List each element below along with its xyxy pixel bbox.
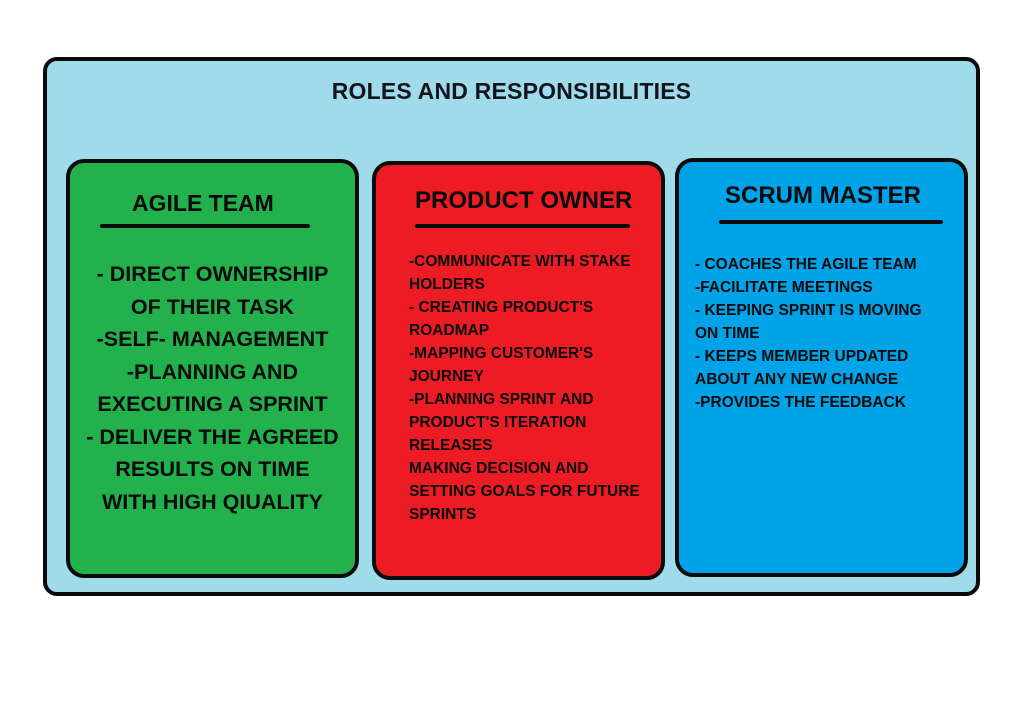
responsibility-line: -FACILITATE MEETINGS	[695, 279, 873, 296]
agile-team-card: AGILE TEAM - DIRECT OWNERSHIP OF THEIR TA…	[66, 159, 359, 578]
responsibility-line: -SELF- MANAGEMENT	[96, 327, 329, 351]
responsibility-line: ON TIME	[695, 325, 760, 342]
product-owner-card: PRODUCT OWNER -COMMUNICATE WITH STAKE HOL…	[372, 161, 665, 580]
product-owner-responsibilities: -COMMUNICATE WITH STAKE HOLDERS - CREATING…	[409, 250, 659, 526]
responsibility-line: PRODUCT'S ITERATION	[409, 414, 587, 431]
responsibility-line: - DIRECT OWNERSHIP	[96, 262, 329, 286]
responsibility-line: - KEEPS MEMBER UPDATED	[695, 348, 909, 365]
responsibility-line: - CREATING PRODUCT'S	[409, 299, 594, 316]
agile-team-underline	[100, 224, 310, 228]
diagram-title: ROLES AND RESPONSIBILITIES	[331, 78, 692, 104]
responsibility-line: WITH HIGH QIUALITY	[102, 489, 323, 514]
scrum-master-underline	[719, 220, 943, 224]
responsibility-line: -PLANNING SPRINT AND	[409, 391, 594, 408]
responsibility-line: ROADMAP	[409, 322, 490, 339]
product-owner-heading: PRODUCT OWNER	[415, 187, 633, 214]
scrum-master-responsibilities: - COACHES THE AGILE TEAM -FACILITATE MEET…	[695, 253, 959, 414]
responsibility-line: - DELIVER THE AGREED	[86, 424, 339, 449]
responsibility-line: -COMMUNICATE WITH STAKE	[409, 253, 631, 270]
responsibility-line: ABOUT ANY NEW CHANGE	[695, 371, 899, 388]
responsibility-line: MAKING DECISION AND	[409, 460, 589, 477]
agile-team-responsibilities: - DIRECT OWNERSHIP OF THEIR TASK -SELF- MA…	[76, 258, 349, 518]
product-owner-underline	[415, 224, 630, 228]
responsibility-line: HOLDERS	[409, 276, 485, 293]
responsibility-line: -MAPPING CUSTOMER'S	[409, 345, 594, 362]
agile-team-heading: AGILE TEAM	[132, 190, 274, 216]
responsibility-line: EXECUTING A SPRINT	[97, 392, 328, 416]
responsibility-line: SPRINTS	[409, 506, 477, 523]
responsibility-line: -PLANNING AND	[126, 359, 299, 384]
responsibility-line: RESULTS ON TIME	[115, 457, 310, 481]
responsibility-line: - COACHES THE AGILE TEAM	[695, 256, 917, 273]
responsibility-line: SETTING GOALS FOR FUTURE	[409, 483, 640, 500]
responsibility-line: -PROVIDES THE FEEDBACK	[695, 394, 906, 411]
scrum-master-card: SCRUM MASTER - COACHES THE AGILE TEAM -FA…	[675, 158, 968, 577]
responsibility-line: JOURNEY	[409, 368, 484, 385]
responsibility-line: OF THEIR TASK	[130, 294, 295, 319]
scrum-master-heading: SCRUM MASTER	[725, 182, 921, 209]
responsibility-line: RELEASES	[409, 437, 493, 454]
responsibility-line: - KEEPING SPRINT IS MOVING	[695, 302, 922, 319]
